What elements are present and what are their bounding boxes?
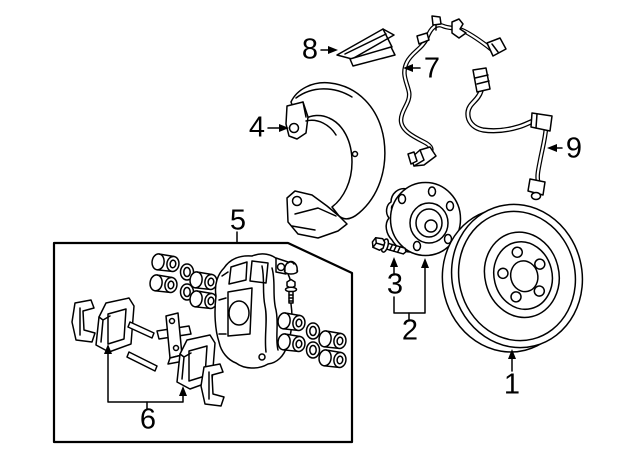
callout-2-hub[interactable]: 2: [401, 314, 419, 347]
brake-rotor-drawing: [441, 203, 584, 353]
callout-leaders: [104, 46, 563, 410]
abs-sensor-wire-drawing: [398, 15, 507, 167]
callout-3-hub-bolt[interactable]: 3: [386, 268, 404, 301]
wire-clip-icon: [416, 32, 430, 45]
splash-shield-drawing: [285, 81, 386, 239]
slide-pin-icon: [127, 321, 155, 339]
hose-elbow-fitting-icon: [530, 112, 553, 132]
callout-7-sensor-wire[interactable]: 7: [423, 52, 441, 85]
wire-clip-icon: [431, 15, 442, 31]
retainer-clip-drawing: [336, 28, 396, 67]
bushing-boot-icon: [277, 333, 306, 353]
pad-shim-b-drawing: [200, 363, 225, 407]
brake-pad-a-drawing: [95, 297, 135, 353]
bushing-boot-icon: [149, 274, 178, 294]
bushing-boot-icon: [318, 349, 347, 369]
wheel-speed-sensor-icon: [407, 146, 437, 167]
pad-shim-a-drawing: [71, 299, 96, 343]
bushing-boot-icon: [189, 271, 218, 291]
slide-pin-icon: [126, 351, 158, 372]
seal-ring-icon: [305, 322, 321, 340]
hub-bolt-drawing: [371, 236, 407, 255]
banjo-bolt-icon: [284, 278, 298, 304]
hose-connector-icon: [472, 67, 491, 93]
bleeder-cap-icon: [283, 260, 299, 275]
callout-5-caliper-kit[interactable]: 5: [229, 204, 247, 237]
callout-1-rotor[interactable]: 1: [503, 368, 521, 401]
callout-9-brake-hose[interactable]: 9: [565, 132, 583, 165]
seal-ring-icon: [305, 341, 321, 359]
bushing-boot-icon: [277, 312, 306, 332]
bushing-boot-icon: [189, 290, 218, 310]
callout-6-brake-pads[interactable]: 6: [139, 403, 157, 436]
caliper-drawing: [214, 253, 293, 369]
hose-end-fitting-icon: [527, 178, 546, 201]
brake-hose-drawing: [465, 67, 553, 201]
bushing-boot-icon: [318, 330, 347, 350]
wire-connector-icon: [486, 37, 507, 57]
hub-bearing-drawing: [385, 181, 462, 257]
callout-4-splash-shield[interactable]: 4: [248, 111, 266, 144]
wire-clip-icon: [451, 18, 467, 39]
bushing-boot-icon: [151, 253, 180, 273]
callout-8-retainer-clip[interactable]: 8: [301, 33, 319, 66]
